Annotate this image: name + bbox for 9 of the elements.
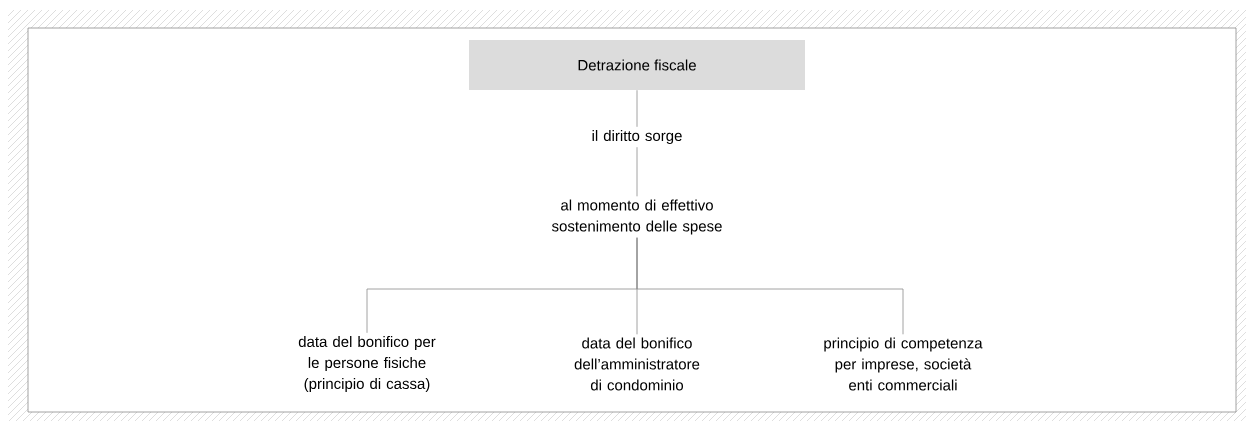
title-box: Detrazione fiscale (469, 40, 805, 90)
connector-line (636, 89, 638, 128)
text-label: principio di competenza per imprese, società enti commerciali (824, 337, 983, 391)
text-label: il diritto sorge (592, 130, 682, 144)
text-label: data del bonifico per le persone fisiche (principio di cassa) (298, 336, 436, 392)
text-label: al momento di effettivo sostenimento delle spese (551, 199, 722, 235)
connector-line (636, 237, 904, 335)
connector-line (636, 146, 638, 197)
text-label: data del bonifico dell’amministratore di condominio (574, 337, 700, 391)
